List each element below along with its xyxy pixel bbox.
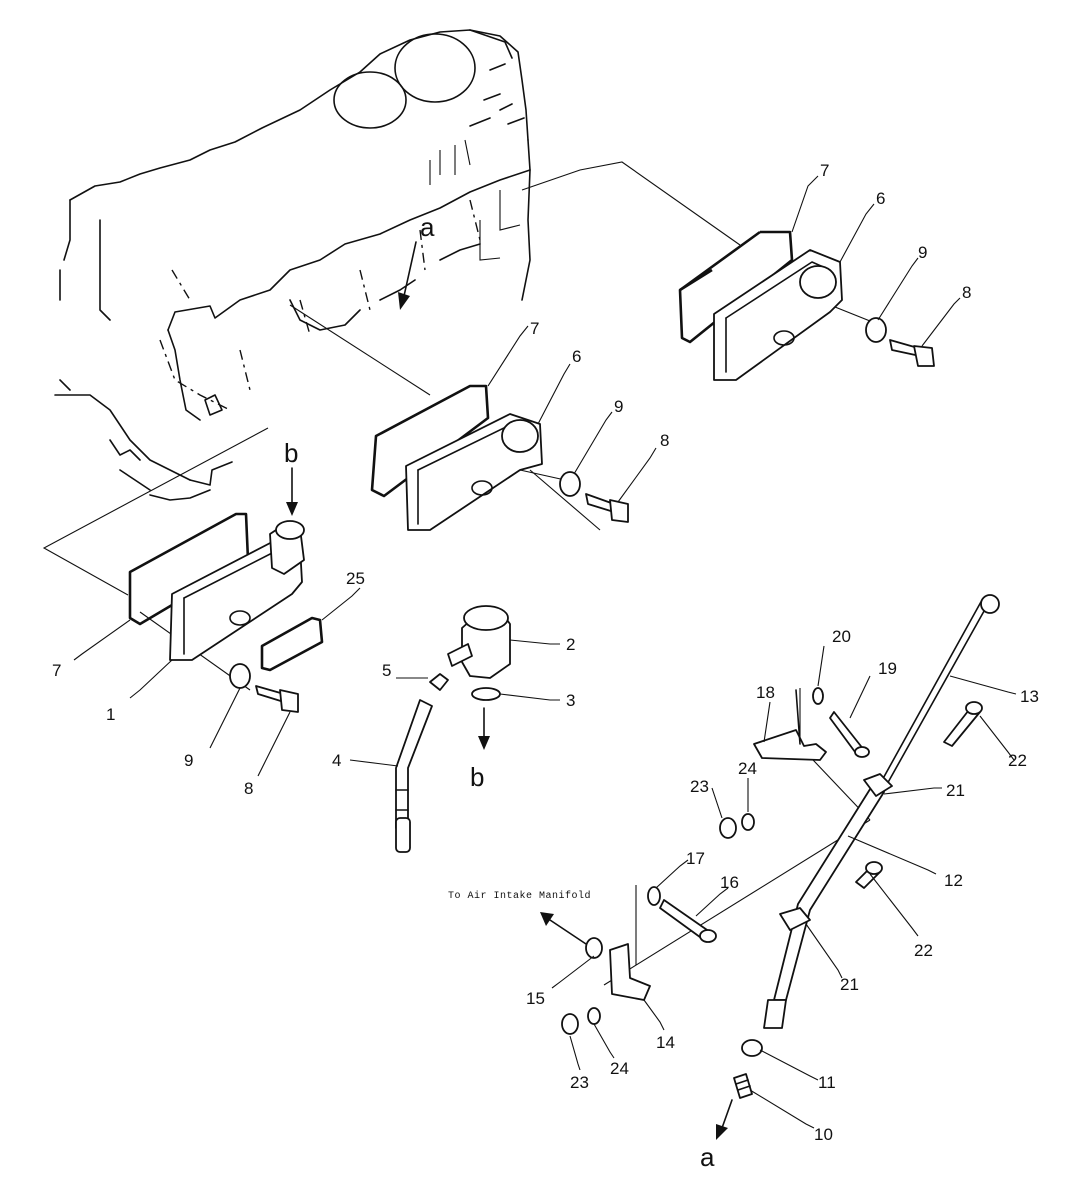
- washer-9-right: [865, 317, 887, 343]
- callout-7: 7: [530, 319, 539, 338]
- callout-21: 21: [946, 781, 965, 800]
- ref-letter-a: a: [700, 1142, 715, 1172]
- gasket-7-middle: [370, 384, 490, 498]
- washer-9-middle: [559, 471, 581, 497]
- callout-22: 22: [1008, 751, 1027, 770]
- bolt-8-middle: [585, 493, 629, 523]
- connector-10: [733, 1073, 753, 1099]
- washer-24-upper: [741, 813, 755, 831]
- bolt-8-left: [255, 685, 299, 713]
- hose-4: [395, 699, 433, 853]
- callout-7: 7: [820, 161, 829, 180]
- bolt-22-lower: [855, 861, 883, 889]
- callout-24: 24: [610, 1059, 629, 1078]
- reference-letters: a b b a: [284, 212, 715, 1172]
- callout-leaders: [73, 175, 1017, 1129]
- breather-cap-2: [447, 605, 511, 679]
- arrow-b-bottom: [478, 707, 490, 750]
- side-cover-6-right: [713, 249, 843, 381]
- callout-6: 6: [572, 347, 581, 366]
- arrow-a-bottom: [716, 1099, 733, 1140]
- air-intake-note: To Air Intake Manifold: [448, 890, 591, 902]
- callout-5: 5: [382, 661, 391, 680]
- washer-9-left: [229, 663, 251, 689]
- guide-tube-12: [763, 785, 885, 1029]
- clip-5: [429, 673, 449, 691]
- callout-8: 8: [660, 431, 669, 450]
- callout-23: 23: [690, 777, 709, 796]
- callout-8: 8: [244, 779, 253, 798]
- arrow-a-top: [398, 241, 417, 310]
- callout-13: 13: [1020, 687, 1039, 706]
- callout-11: 11: [818, 1073, 836, 1092]
- bolt-22-upper: [943, 701, 983, 747]
- callout-20: 20: [832, 627, 851, 646]
- gasket-7-right: [678, 230, 794, 344]
- callout-17: 17: [686, 849, 705, 868]
- callout-21: 21: [840, 975, 859, 994]
- dipstick-13: [879, 594, 1000, 787]
- callout-14: 14: [656, 1033, 675, 1052]
- clamp-21-lower: [779, 907, 811, 931]
- nut-15: [585, 937, 603, 959]
- callout-8: 8: [962, 283, 971, 302]
- callout-9: 9: [184, 751, 193, 770]
- ref-letter-b: b: [284, 438, 298, 468]
- callout-6: 6: [876, 189, 885, 208]
- callout-16: 16: [720, 873, 739, 892]
- callout-numbers: 7 6 9 8 7 6 9 8 25 2 5 3 4 7 1 9 8 20 19…: [52, 161, 1039, 1144]
- nut-23-upper: [719, 817, 737, 839]
- nut-23-lower: [561, 1013, 579, 1035]
- breather-cover-1: [169, 520, 305, 661]
- callout-9: 9: [918, 243, 927, 262]
- bracket-14: [609, 943, 651, 1001]
- callout-25: 25: [346, 569, 365, 588]
- arrow-b-top: [286, 467, 298, 516]
- lock-washer-20: [812, 687, 824, 705]
- callout-18: 18: [756, 683, 775, 702]
- bolt-16: [659, 899, 717, 943]
- callout-15: 15: [526, 989, 545, 1008]
- lock-washer-17: [647, 886, 661, 906]
- bolt-8-right: [889, 339, 935, 367]
- callout-10: 10: [814, 1125, 833, 1144]
- engine-block: [54, 29, 531, 501]
- plate-25: [260, 616, 324, 672]
- washer-24-lower: [587, 1007, 601, 1025]
- arrow-to-air-intake: [540, 912, 587, 945]
- assembly-lines: [42, 161, 881, 986]
- callout-19: 19: [878, 659, 897, 678]
- callout-2: 2: [566, 635, 575, 654]
- callout-23: 23: [570, 1073, 589, 1092]
- callout-3: 3: [566, 691, 575, 710]
- callout-1: 1: [106, 705, 115, 724]
- callout-4: 4: [332, 751, 341, 770]
- nut-11: [741, 1039, 763, 1057]
- clamp-21-upper: [863, 773, 893, 797]
- bolt-19: [829, 711, 870, 758]
- callout-22: 22: [914, 941, 933, 960]
- callout-24: 24: [738, 759, 757, 778]
- callout-9: 9: [614, 397, 623, 416]
- callout-7: 7: [52, 661, 61, 680]
- bracket-18: [753, 689, 827, 761]
- side-cover-6-middle: [405, 413, 543, 531]
- callout-12: 12: [944, 871, 963, 890]
- ref-letter-a: a: [420, 212, 435, 242]
- ref-letter-b: b: [470, 762, 484, 792]
- o-ring-3: [471, 687, 501, 701]
